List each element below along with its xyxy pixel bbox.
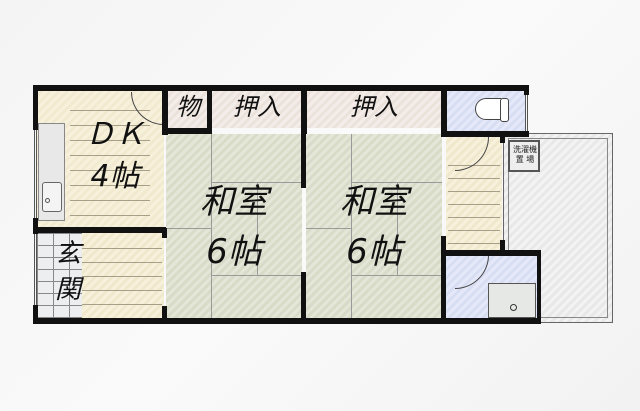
wall-washitsu2-right-bottom	[441, 236, 446, 320]
wall-top	[33, 85, 529, 91]
wall-dk-right-top	[162, 85, 168, 135]
window-left-2	[34, 234, 37, 305]
wall-dk-entrance	[33, 227, 166, 233]
washer-space-label-1: 洗濯機	[513, 145, 537, 154]
wall-hall-right	[500, 131, 505, 143]
wall-dk-right-bottom	[162, 228, 167, 238]
sink	[42, 182, 62, 212]
wall-left-lower	[33, 218, 38, 234]
washer-space-label-2: 置 場	[515, 155, 535, 164]
balcony-inner-border	[508, 138, 608, 318]
washitsu-1-label: 和室	[200, 182, 268, 222]
storage-label: 物	[176, 93, 200, 121]
dk-label: ＤＫ	[85, 117, 145, 152]
washer-space: 洗濯機 置 場	[508, 140, 540, 172]
wall-closet2-right	[441, 85, 447, 135]
wall-bath-right	[537, 250, 541, 324]
shower-area	[488, 283, 536, 318]
wall-washitsu-divider-top	[301, 134, 306, 188]
wall-entrance-right	[162, 306, 167, 324]
toilet-tank-icon	[500, 98, 509, 122]
wall-hall-right-bottom	[500, 240, 505, 255]
room-washitsu-1	[166, 134, 302, 318]
room-storage	[168, 90, 208, 128]
washitsu-1-size: 6帖	[206, 232, 262, 272]
room-washitsu-2	[306, 134, 442, 318]
wall-bath-top	[441, 250, 541, 256]
wall-left	[33, 85, 38, 130]
wall-bottom	[33, 318, 541, 324]
wall-left-bottom	[33, 305, 38, 324]
washitsu-2-label: 和室	[340, 182, 408, 222]
entrance-floor	[82, 233, 164, 318]
sink-drain-icon	[45, 198, 50, 203]
closet-1-label: 押入	[233, 93, 281, 121]
room-entrance	[37, 233, 82, 318]
shower-drain-icon	[510, 304, 517, 311]
wall-storage-bottom	[162, 128, 212, 134]
entrance-label-2: 関	[54, 275, 81, 305]
room-closet-2	[306, 90, 442, 128]
washitsu-2-size: 6帖	[346, 232, 402, 272]
wall-toilet-bottom	[441, 131, 529, 137]
toilet-bowl-icon	[475, 98, 503, 120]
room-closet-1	[212, 90, 302, 128]
wall-washitsu-divider-bottom	[301, 272, 306, 320]
entrance-label-1: 玄	[54, 239, 81, 269]
closet-2-label: 押入	[350, 93, 398, 121]
wall-closet-divider	[301, 85, 307, 134]
window-left	[34, 130, 37, 218]
wall-storage-right	[207, 85, 212, 133]
wall-toilet-right	[524, 85, 529, 95]
window-toilet	[525, 95, 528, 131]
dk-size: 4帖	[90, 159, 140, 194]
